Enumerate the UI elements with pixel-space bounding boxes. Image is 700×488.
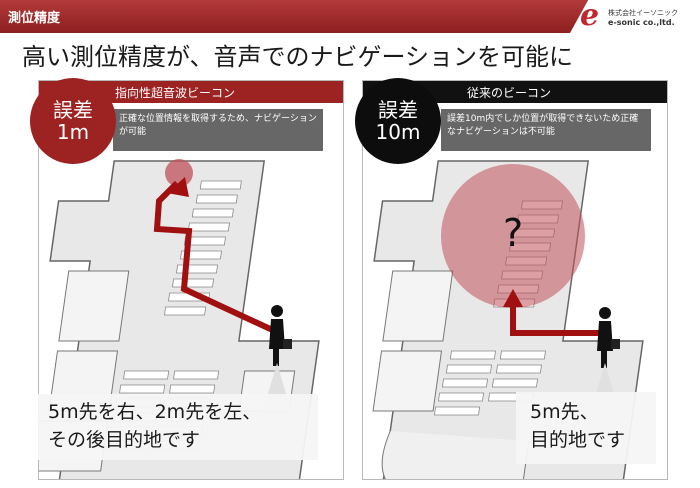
panel-title-right: 従来のビーコン <box>467 86 552 100</box>
caption-right-line2: 目的地です <box>530 429 626 451</box>
logo-japanese: 株式会社イーソニック <box>608 9 678 17</box>
company-logo: e 株式会社イーソニック e-sonic co.,ltd. <box>580 0 692 33</box>
caption-left-line1: 5m先を右、2m先を左、 <box>48 401 262 423</box>
note-right: 誤差10m内でしか位置が取得できないため正確なナビゲーションは不可能 <box>441 109 651 151</box>
logo-e-icon: e <box>580 0 600 33</box>
route-arrow-icon <box>503 289 523 307</box>
caption-left-line2: その後目的地です <box>48 429 201 451</box>
logo-area <box>570 0 700 33</box>
route-arrow-icon <box>167 177 189 197</box>
note-left: 正確な位置情報を取得するため、ナビゲーションが可能 <box>113 109 323 151</box>
navigation-route <box>153 180 281 336</box>
error-badge-left: 誤差 1m <box>30 78 116 164</box>
section-title: 測位精度 <box>8 11 61 26</box>
caption-right: 5m先、 目的地です <box>516 392 656 464</box>
error-zone-circle <box>441 164 585 308</box>
badge-label-left: 誤差 <box>53 98 93 122</box>
caption-right-line1: 5m先、 <box>530 401 599 423</box>
target-location-marker <box>165 159 193 187</box>
unknown-position-mark: ? <box>503 211 523 255</box>
badge-value-right: 10m <box>375 120 421 144</box>
panel-header-right: 従来のビーコン <box>363 81 667 103</box>
panel-title-left: 指向性超音波ビーコン <box>115 86 236 100</box>
panel-header-left: 指向性超音波ビーコン <box>39 81 343 103</box>
badge-value-left: 1m <box>56 120 90 144</box>
slide-headline: 高い測位精度が、音声でのナビゲーションを可能に <box>22 43 574 71</box>
person-icon <box>597 307 620 368</box>
logo-english: e-sonic co.,ltd. <box>608 18 675 27</box>
error-badge-right: 誤差 10m <box>355 78 441 164</box>
title-bar: 測位精度 e 株式会社イーソニック e-sonic co.,ltd. <box>0 0 700 33</box>
person-icon <box>269 305 292 366</box>
navigation-route <box>510 303 599 336</box>
badge-label-right: 誤差 <box>378 98 418 122</box>
caption-left: 5m先を右、2m先を左、 その後目的地です <box>38 394 318 460</box>
